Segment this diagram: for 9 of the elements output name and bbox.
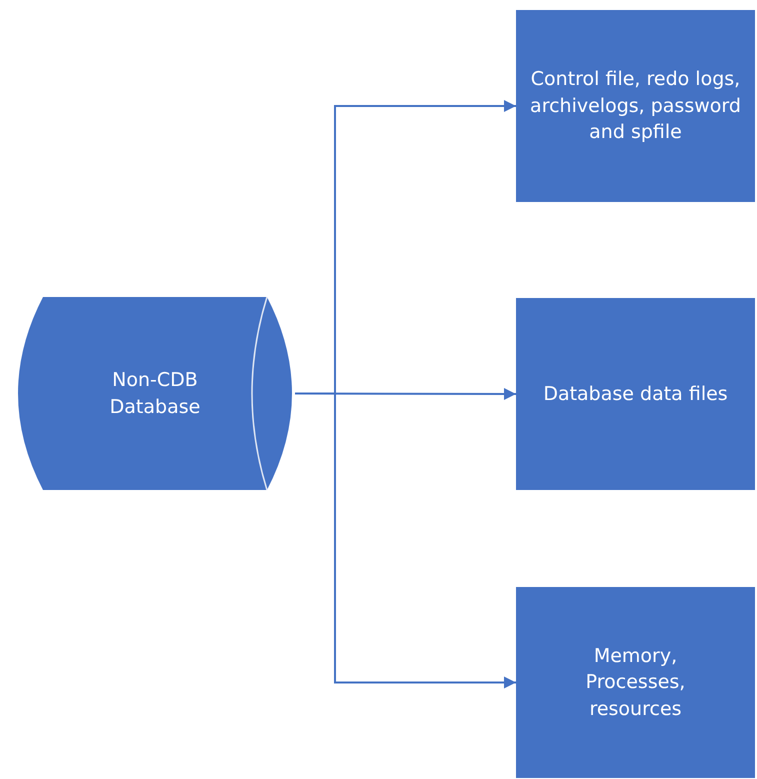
process-box: [516, 587, 755, 778]
database-label: Non-CDB Database: [108, 368, 202, 420]
process-box: [516, 10, 755, 202]
process-box: [516, 298, 755, 490]
box-label: Database data files: [543, 382, 728, 407]
database-cylinder: [15, 297, 295, 490]
box-label: Control file, redo logs, archivelogs, password and spfile: [529, 67, 742, 146]
arrow: [295, 392, 516, 688]
box-label: Memory, Processes, resources: [584, 644, 686, 722]
